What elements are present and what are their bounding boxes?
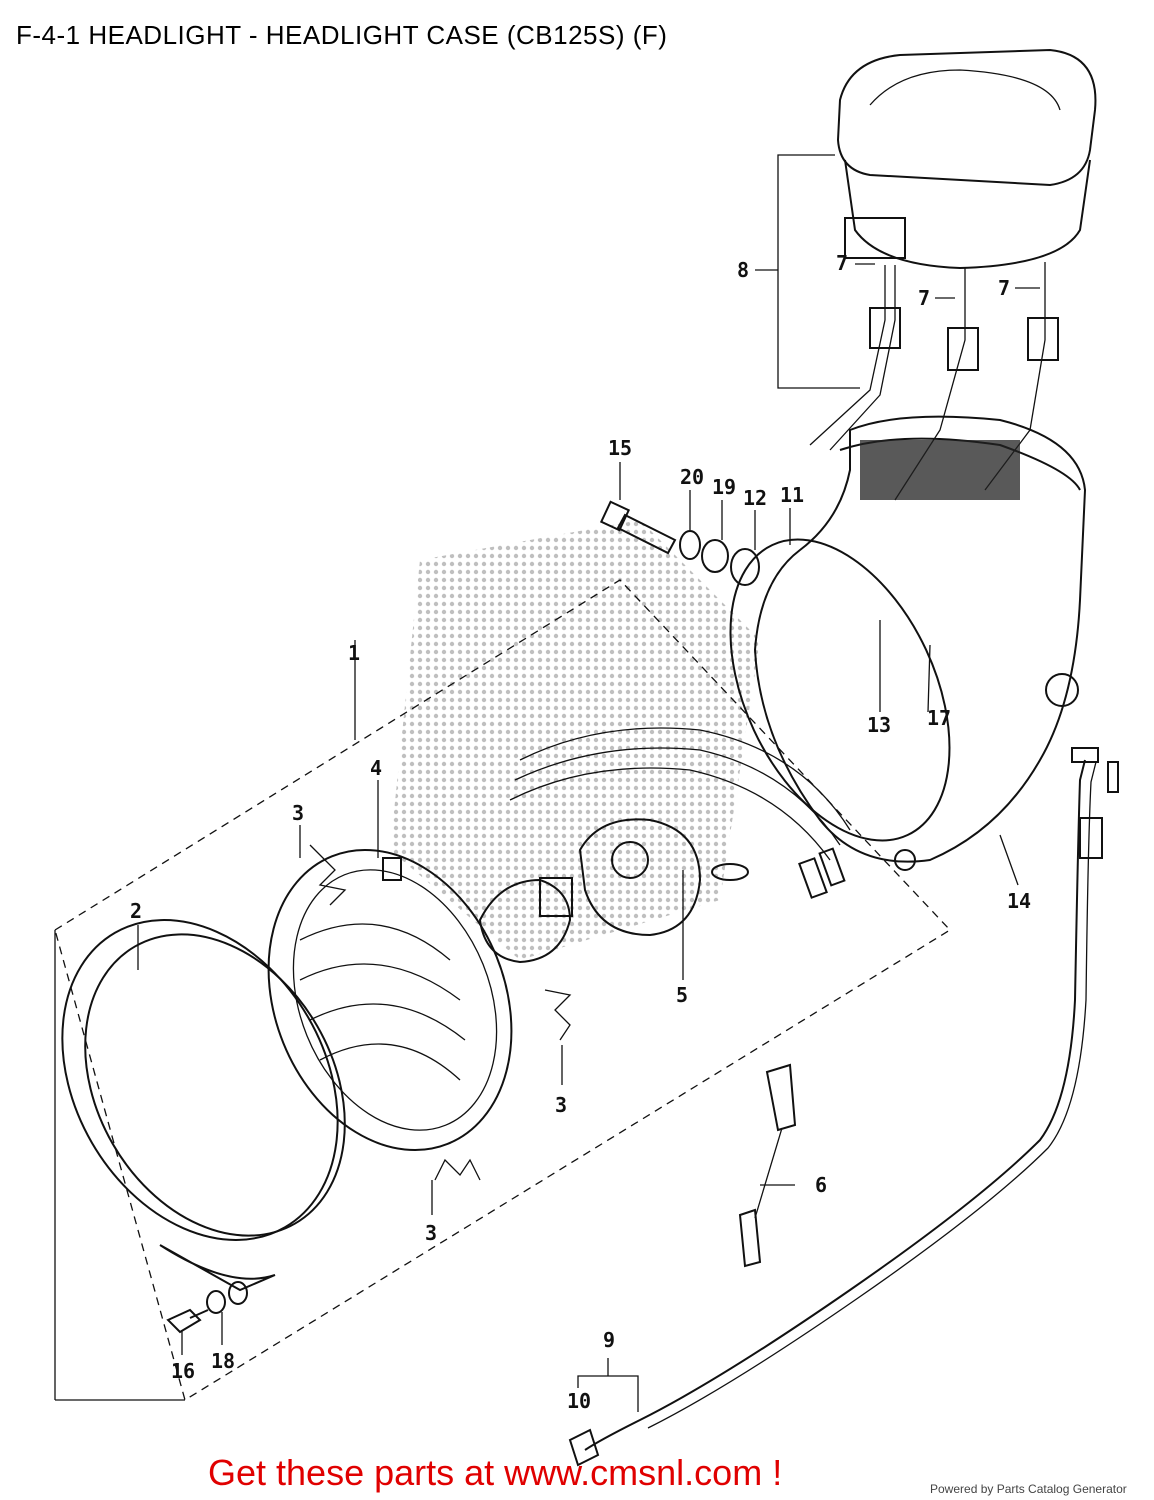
screw-and-washer: [166, 1281, 248, 1334]
callout-4: 4: [370, 756, 382, 780]
speedometer-cable: [568, 747, 1119, 1467]
callout-2: 2: [130, 899, 142, 923]
headlight-lens: [267, 848, 513, 1152]
page-title: F-4-1 HEADLIGHT - HEADLIGHT CASE (CB125S…: [16, 20, 668, 50]
callout-leaders: [137, 263, 1040, 1412]
generator-credit: Powered by Parts Catalog Generator: [930, 1482, 1127, 1496]
callout-5: 5: [676, 983, 688, 1007]
speedometer-assembly: [755, 48, 1097, 501]
callout-3c: 3: [425, 1221, 437, 1245]
callout-9: 9: [603, 1328, 615, 1352]
callout-7c: 7: [998, 276, 1010, 300]
headlight-socket-and-wires: [478, 727, 851, 964]
cmsnl-link[interactable]: Get these parts at www.cmsnl.com !: [208, 1452, 783, 1493]
callout-7a: 7: [836, 251, 848, 275]
bolt-and-washers: [599, 500, 760, 586]
callout-3a: 3: [292, 801, 304, 825]
callout-13: 13: [867, 713, 891, 737]
assembly-outline-1: [54, 579, 952, 1402]
spring-clips: [309, 844, 572, 1181]
callout-19: 19: [712, 475, 736, 499]
callout-8: 8: [737, 258, 749, 282]
callout-18: 18: [211, 1349, 235, 1373]
watermark-logo: [390, 520, 760, 960]
callout-1: 1: [348, 641, 360, 665]
callout-20: 20: [680, 465, 704, 489]
callout-6: 6: [815, 1173, 827, 1197]
callout-11: 11: [780, 483, 804, 507]
callout-16: 16: [171, 1359, 195, 1383]
wire-harness-6: [738, 1063, 797, 1268]
callout-10: 10: [567, 1389, 591, 1413]
headlight-case: [729, 415, 1087, 871]
callout-17: 17: [927, 706, 951, 730]
headlight-rim: [61, 919, 346, 1292]
callout-7b: 7: [918, 286, 930, 310]
callout-12: 12: [743, 486, 767, 510]
callout-15: 15: [608, 436, 632, 460]
callout-14: 14: [1007, 889, 1031, 913]
callout-3b: 3: [555, 1093, 567, 1117]
